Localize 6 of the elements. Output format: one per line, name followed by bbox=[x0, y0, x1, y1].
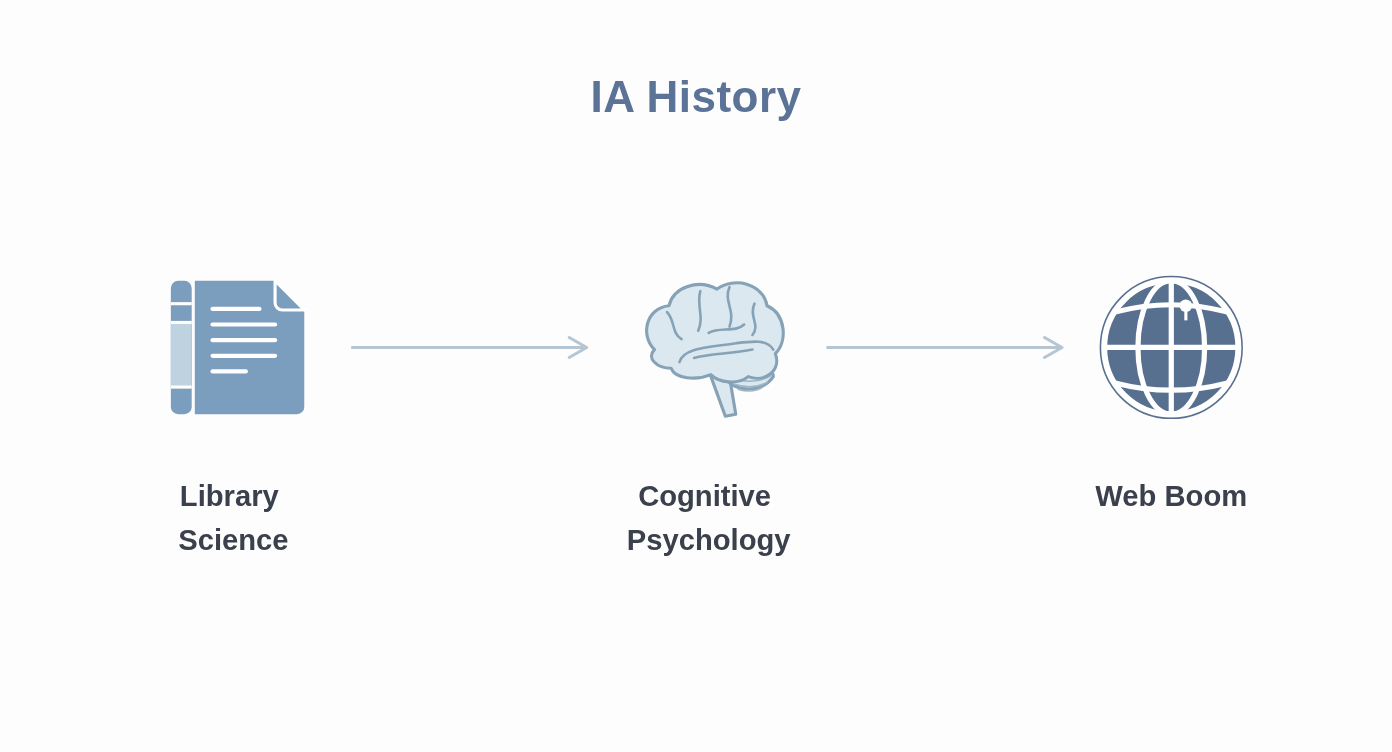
node-text: Cognitive Psychology bbox=[626, 479, 791, 556]
node-text: Library Science bbox=[178, 479, 289, 556]
arrow bbox=[351, 335, 589, 359]
arrow bbox=[826, 335, 1064, 359]
node-text: Web Boom bbox=[1095, 479, 1248, 513]
title: IA History bbox=[590, 72, 802, 122]
